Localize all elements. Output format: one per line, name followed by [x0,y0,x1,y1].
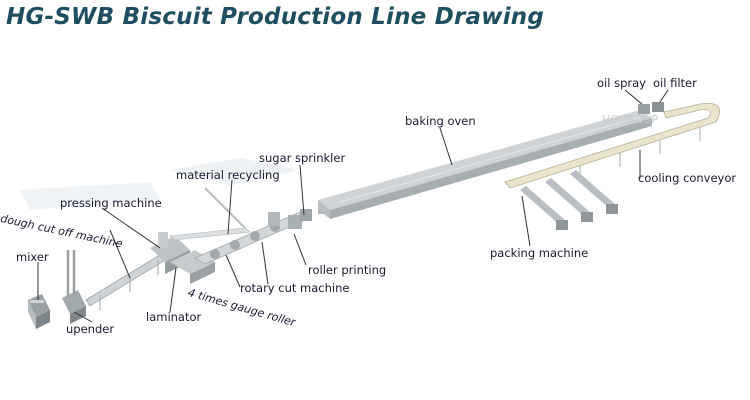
label-laminator: laminator [146,310,202,324]
upender-machine [62,250,86,324]
label-rotary-cut-machine: rotary cut machine [240,281,350,295]
label-upender: upender [66,322,115,336]
baking-oven [318,110,652,219]
background-shadow [20,182,160,210]
label-sugar-sprinkler: sugar sprinkler [259,151,346,165]
label-oil-filter: oil filter [653,76,697,90]
label-packing-machine: packing machine [490,246,589,260]
cooling-conveyor [504,103,720,189]
gauge-rollers [194,211,311,265]
material-recycling-belt [169,187,251,241]
background-shadow [170,158,300,185]
packing-machines [520,170,618,230]
label-baking-oven: baking oven [405,114,476,128]
watermark: HGGROUP [602,113,659,126]
leader-lines [37,89,669,323]
feed-conveyor [85,249,173,310]
oil-units [638,102,664,114]
label-cooling-conveyor: cooling conveyor [638,171,737,185]
page-title: HG-SWB Biscuit Production Line Drawing [6,4,545,30]
label-mixer: mixer [16,250,49,264]
label-roller-printing: roller printing [308,263,387,277]
mixer-machine [28,294,50,329]
label-oil-spray: oil spray [597,76,646,90]
label-material-recycling: material recycling [176,168,280,182]
label-pressing-machine: pressing machine [60,196,162,210]
